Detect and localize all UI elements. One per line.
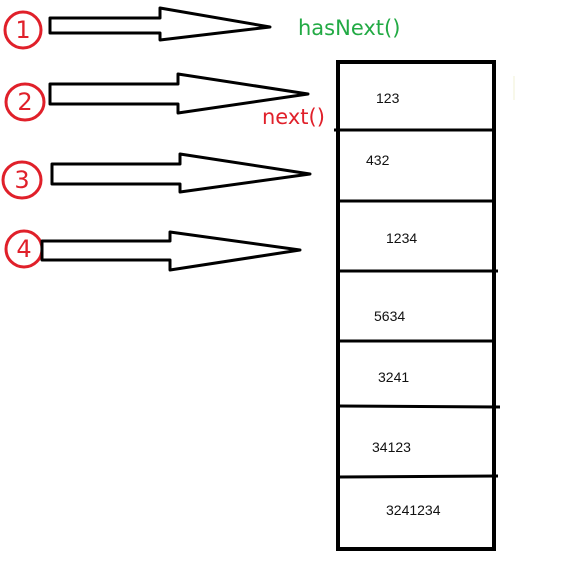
- cell-value: 34123: [372, 439, 411, 455]
- step-marker-3: 3: [1, 160, 43, 200]
- row-divider: [337, 404, 501, 409]
- cell-value: 432: [366, 152, 390, 168]
- row-divider: [337, 474, 499, 479]
- cell-value: 5634: [374, 308, 405, 324]
- arrow-2: [48, 72, 310, 115]
- step-marker-2: 2: [4, 82, 46, 122]
- step-circle: [1, 160, 43, 200]
- arrow-3: [50, 152, 312, 194]
- cell-value: 3241: [378, 369, 409, 385]
- step-number: 2: [17, 88, 32, 116]
- step-marker-4: 4: [4, 229, 44, 269]
- arrow-4: [40, 230, 302, 272]
- step-circle: [3, 10, 43, 50]
- next-label: next(): [262, 105, 325, 129]
- step-number: 1: [15, 16, 30, 44]
- has-next-label: hasNext(): [298, 16, 400, 40]
- cell-value: 123: [376, 90, 400, 106]
- step-marker-1: 1: [3, 10, 43, 50]
- cell-value: 1234: [386, 230, 417, 246]
- cell-value: 3241234: [386, 502, 441, 518]
- arrow-1: [48, 6, 272, 42]
- step-number: 3: [14, 166, 29, 194]
- step-circle: [4, 82, 46, 122]
- step-number: 4: [16, 235, 31, 263]
- collection-box: [336, 60, 496, 551]
